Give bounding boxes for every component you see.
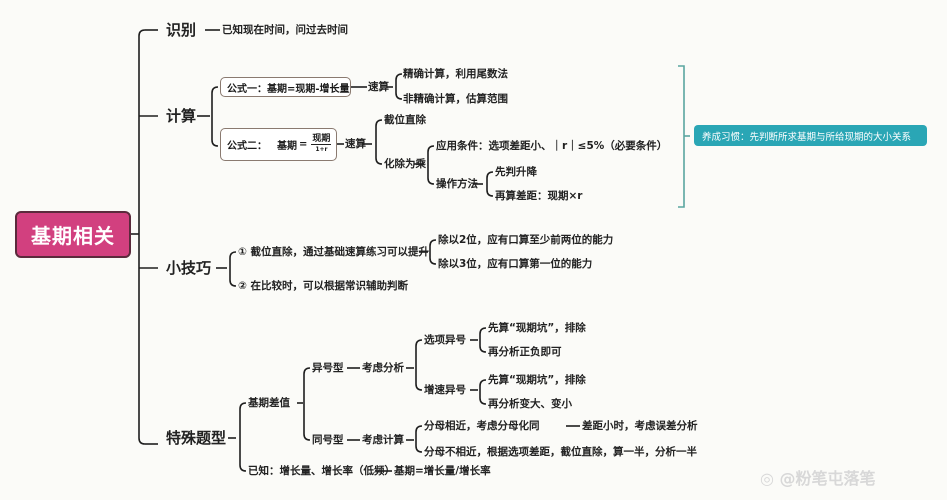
tip-1[interactable]: ① 截位直除，通过基础速算练习可以提升 — [238, 246, 430, 258]
formula2-fraction: 现期 1+r — [311, 134, 332, 154]
weibo-icon: ◎ — [760, 469, 774, 488]
operation-method[interactable]: 操作方法 — [436, 178, 478, 190]
rate-sign-step-2[interactable]: 再分析变大、变小 — [488, 398, 572, 410]
base-diff[interactable]: 基期差值 — [248, 397, 290, 409]
formula1-method[interactable]: 速算 — [368, 81, 389, 93]
tip-1-child-1[interactable]: 除以2位，应有口算至少前两位的能力 — [438, 234, 614, 246]
formula1-box[interactable]: 公式一：基期=现期-增长量 — [220, 77, 351, 97]
watermark-text: @粉笔屯落笔 — [779, 469, 876, 488]
formula2-prefix: 公式二： — [227, 141, 267, 152]
formula1-child-2[interactable]: 非精确计算，估算范围 — [403, 93, 508, 105]
option-sign-diff[interactable]: 选项异号 — [424, 334, 466, 346]
same-sign-type[interactable]: 同号型 — [312, 434, 344, 446]
formula1-child-1[interactable]: 精确计算，利用尾数法 — [403, 68, 508, 80]
denominator-near-result[interactable]: 差距小时，考虑误差分析 — [582, 420, 698, 432]
formula2-eq: = — [299, 139, 308, 150]
fraction-denominator: 1+r — [315, 146, 328, 153]
truncate-divide[interactable]: 截位直除 — [384, 114, 426, 126]
watermark: ◎ @粉笔屯落笔 — [760, 465, 876, 489]
known-growth[interactable]: 已知：增长量、增长率（低频） — [248, 465, 395, 477]
root-node[interactable]: 基期相关 — [15, 211, 131, 258]
option-sign-step-2[interactable]: 再分析正负即可 — [488, 346, 562, 358]
formula2-method[interactable]: 速算 — [345, 138, 366, 150]
branch-special[interactable]: 特殊题型 — [166, 429, 227, 447]
tip-1-child-2[interactable]: 除以3位，应有口算第一位的能力 — [438, 258, 593, 270]
root-label: 基期相关 — [31, 224, 115, 248]
option-sign-step-1[interactable]: 先算“现期坑”，排除 — [488, 322, 586, 334]
consider-calc[interactable]: 考虑计算 — [362, 434, 404, 446]
formula1-label: 公式一：基期=现期-增长量 — [227, 83, 350, 95]
fraction-numerator: 现期 — [311, 134, 332, 145]
opposite-sign-type[interactable]: 异号型 — [312, 362, 344, 374]
denominator-far[interactable]: 分母不相近，根据选项差距，截位直除，算一半，分析一半 — [424, 446, 697, 458]
consider-analysis[interactable]: 考虑分析 — [362, 362, 404, 374]
habit-text: 养成习惯：先判断所求基期与所给现期的大小关系 — [702, 131, 912, 143]
known-growth-result[interactable]: 基期=增长量/增长率 — [394, 465, 491, 477]
rate-sign-step-1[interactable]: 先算“现期坑”，排除 — [488, 374, 586, 386]
tip-2[interactable]: ② 在比较时，可以根据常识辅助判断 — [238, 280, 409, 292]
branch-tips[interactable]: 小技巧 — [166, 259, 212, 277]
habit-callout[interactable]: 养成习惯：先判断所求基期与所给现期的大小关系 — [694, 125, 927, 146]
formula2-box[interactable]: 公式二： 基期 = 现期 1+r — [220, 128, 337, 161]
identify-note[interactable]: 已知现在时间，问过去时间 — [222, 24, 348, 36]
div-to-mul[interactable]: 化除为乘 — [384, 158, 426, 170]
denominator-near[interactable]: 分母相近，考虑分母化同 — [424, 420, 540, 432]
branch-calc[interactable]: 计算 — [166, 107, 197, 125]
apply-condition[interactable]: 应用条件：选项差距小、｜r｜≤5%（必要条件） — [436, 140, 668, 152]
rate-sign-diff[interactable]: 增速异号 — [424, 384, 466, 396]
formula2-lhs: 基期 — [277, 141, 297, 152]
operation-step-1[interactable]: 先判升降 — [495, 166, 537, 178]
operation-step-2[interactable]: 再算差距：现期×r — [495, 190, 583, 202]
branch-identify[interactable]: 识别 — [166, 21, 197, 39]
